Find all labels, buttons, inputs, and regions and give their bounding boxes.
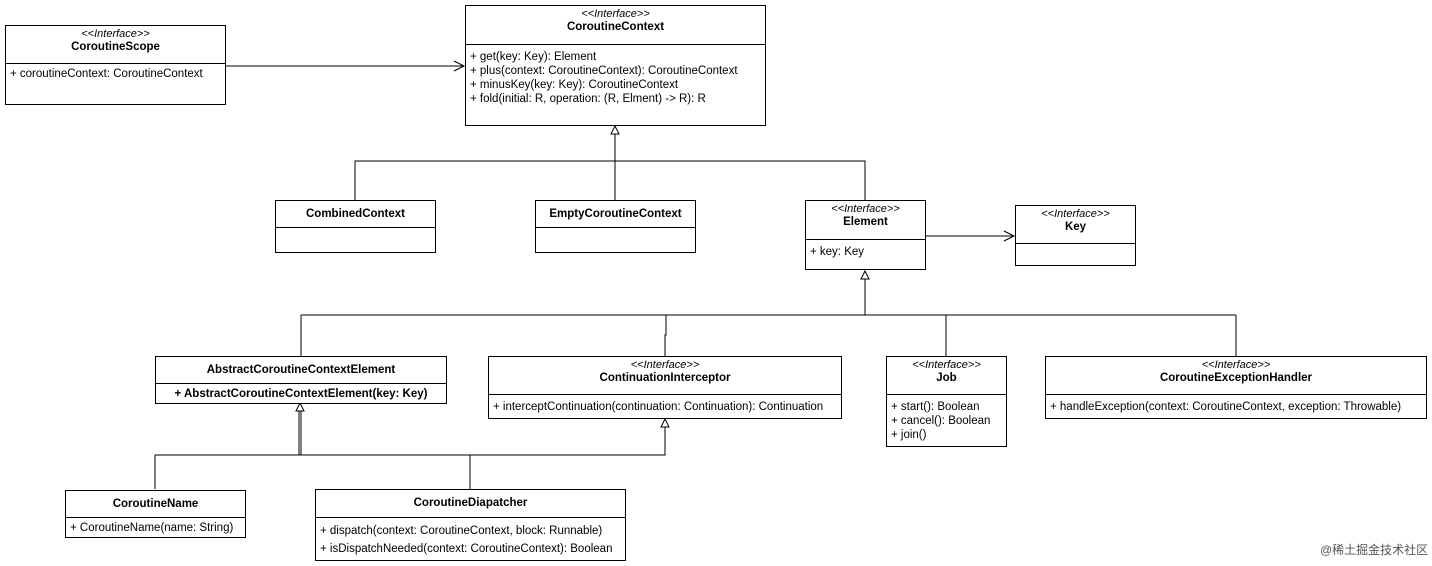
- class-name: CoroutineExceptionHandler: [1159, 372, 1313, 384]
- class-members: + interceptContinuation(continuation: Co…: [489, 395, 841, 414]
- class-stereotype: <<Interface>>: [1041, 208, 1110, 220]
- class-coroutine-name: CoroutineName + CoroutineName(name: Stri…: [65, 490, 246, 538]
- class-member: + isDispatchNeeded(context: CoroutineCon…: [320, 543, 613, 555]
- class-header: <<Interface>> Element: [806, 201, 925, 240]
- class-name: EmptyCoroutineContext: [549, 208, 682, 220]
- class-coroutine-context: <<Interface>> CoroutineContext + get(key…: [465, 5, 766, 126]
- edge-element-to-context: [615, 160, 866, 200]
- class-member: + fold(initial: R, operation: (R, Elment…: [470, 93, 706, 105]
- class-header: AbstractCoroutineContextElement: [156, 357, 446, 384]
- edge-dispatcher-to-abstract: [301, 454, 471, 489]
- class-stereotype: <<Interface>>: [1201, 359, 1271, 371]
- class-name: Element: [843, 216, 888, 228]
- class-job: <<Interface>> Job + start(): Boolean + c…: [886, 356, 1007, 447]
- element-generalization-arrowhead: [860, 269, 870, 280]
- class-members: + CoroutineName(name: String): [66, 518, 245, 535]
- interceptor-generalization-arrowhead: [660, 417, 670, 428]
- class-key: <<Interface>> Key: [1015, 205, 1136, 266]
- edge-scope-to-context-arrowhead: [453, 60, 466, 72]
- class-stereotype: <<Interface>>: [831, 203, 900, 215]
- class-coroutine-dispatcher: CoroutineDiapatcher + dispatch(context: …: [315, 489, 626, 561]
- class-member: + minusKey(key: Key): CoroutineContext: [470, 79, 679, 91]
- class-stereotype: <<Interface>>: [581, 8, 650, 20]
- class-coroutine-exception-handler: <<Interface>> CoroutineExceptionHandler …: [1045, 356, 1427, 419]
- class-stereotype: <<Interface>>: [912, 359, 981, 371]
- class-member: + plus(context: CoroutineContext): Corou…: [470, 65, 738, 77]
- class-member: + join(): [891, 429, 927, 441]
- class-name: CoroutineScope: [71, 41, 160, 53]
- class-stereotype: <<Interface>>: [81, 28, 150, 40]
- class-name: ContinuationInterceptor: [599, 372, 731, 384]
- class-header: <<Interface>> Job: [887, 357, 1006, 395]
- class-name: CoroutineDiapatcher: [413, 497, 528, 509]
- class-members: + get(key: Key): Element + plus(context:…: [466, 45, 765, 106]
- class-name: Job: [936, 372, 957, 384]
- class-member: + handleException(context: CoroutineCont…: [1050, 401, 1402, 413]
- class-abstract-coroutine-context-element: AbstractCoroutineContextElement + Abstra…: [155, 356, 447, 404]
- class-member: + coroutineContext: CoroutineContext: [10, 68, 203, 80]
- class-name: Key: [1064, 221, 1087, 233]
- abstract-generalization-arrowhead: [295, 401, 305, 412]
- context-generalization-arrowhead: [610, 124, 620, 135]
- class-header: <<Interface>> Key: [1016, 206, 1135, 244]
- class-name: CombinedContext: [305, 208, 406, 220]
- class-header: <<Interface>> CoroutineExceptionHandler: [1046, 357, 1426, 395]
- class-member: + CoroutineName(name: String): [70, 522, 234, 534]
- class-member: + cancel(): Boolean: [891, 415, 991, 427]
- class-header: CoroutineDiapatcher: [316, 490, 625, 518]
- class-member: + dispatch(context: CoroutineContext, bl…: [320, 525, 603, 537]
- class-name: CoroutineContext: [566, 21, 665, 33]
- class-header: CombinedContext: [276, 201, 435, 228]
- class-member: + start(): Boolean: [891, 401, 980, 413]
- class-header: <<Interface>> CoroutineContext: [466, 6, 765, 45]
- class-stereotype: <<Interface>>: [630, 359, 700, 371]
- class-empty-coroutine-context: EmptyCoroutineContext: [535, 200, 696, 253]
- class-header: <<Interface>> CoroutineScope: [6, 26, 225, 64]
- class-member: + interceptContinuation(continuation: Co…: [493, 401, 824, 413]
- class-header: <<Interface>> ContinuationInterceptor: [489, 357, 841, 395]
- edge-element-to-key-arrowhead: [1003, 230, 1016, 242]
- edge-interceptor-to-element: [664, 315, 667, 356]
- watermark: @稀土掘金技术社区: [1320, 543, 1429, 557]
- class-members: + coroutineContext: CoroutineContext: [6, 64, 225, 81]
- class-combined-context: CombinedContext: [275, 200, 436, 253]
- class-members: + dispatch(context: CoroutineContext, bl…: [316, 518, 625, 558]
- class-name: CoroutineName: [112, 498, 199, 510]
- class-members: + key: Key: [806, 240, 925, 259]
- class-member: + AbstractCoroutineContextElement(key: K…: [174, 388, 428, 400]
- class-members: + handleException(context: CoroutineCont…: [1046, 395, 1426, 414]
- class-header: CoroutineName: [66, 491, 245, 518]
- class-header: EmptyCoroutineContext: [536, 201, 695, 228]
- class-continuation-interceptor: <<Interface>> ContinuationInterceptor + …: [488, 356, 842, 419]
- class-coroutine-scope: <<Interface>> CoroutineScope + coroutine…: [5, 25, 226, 105]
- class-members: + AbstractCoroutineContextElement(key: K…: [156, 384, 446, 401]
- class-member: + get(key: Key): Element: [470, 51, 597, 63]
- class-element: <<Interface>> Element + key: Key: [805, 200, 926, 270]
- edge-combinedcontext-to-context: [354, 160, 615, 200]
- class-members: + start(): Boolean + cancel(): Boolean +…: [887, 395, 1006, 442]
- edge-name-to-abstract: [154, 454, 301, 489]
- class-name: AbstractCoroutineContextElement: [206, 364, 396, 376]
- edge-dispatcher-to-interceptor: [470, 426, 666, 456]
- class-member: + key: Key: [810, 246, 865, 258]
